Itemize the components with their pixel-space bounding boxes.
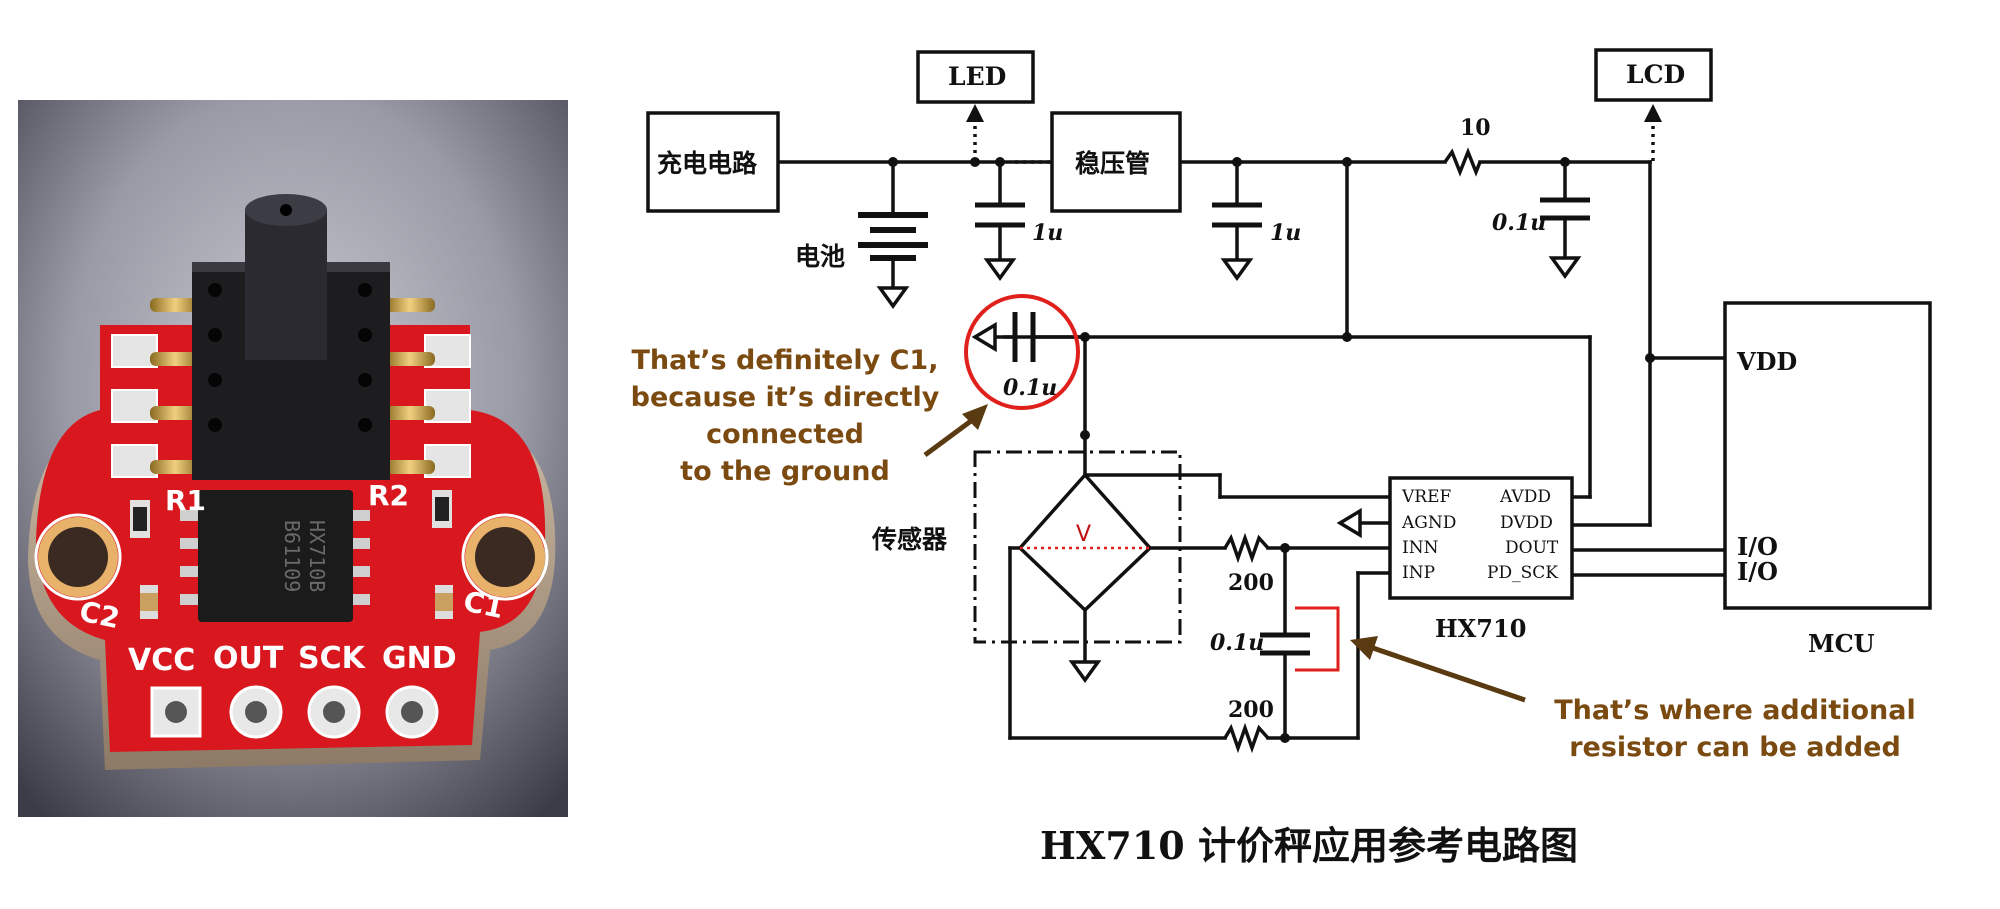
mcu-pin-vdd: VDD [1736,347,1797,376]
pin-vref: VREF [1401,487,1451,507]
charging-circuit-box [646,111,780,213]
resistor-annotation: That’s where additional resistor can be … [1520,692,1950,766]
pin-agnd: AGND [1401,513,1456,533]
lcd-box [1594,48,1713,102]
resistor-highlight-bracket [1295,606,1340,672]
pin-pd-sck: PD_SCK [1487,563,1558,583]
sensor-dashed-box [973,450,1182,644]
res-10-label: 10 [1460,115,1491,141]
junction-dots [888,157,1655,743]
c1-annotation-line-4: to the ground [680,456,890,487]
res-200-bottom-label: 200 [1228,697,1274,723]
c1-highlight-circle [964,294,1080,410]
c1-annotation-line-1: That’s definitely C1, [631,345,939,376]
silk-r2: R2 [368,479,409,512]
mcu-pin-io-2: I/O [1737,557,1778,586]
silk-r1: R1 [165,484,206,517]
led-label: LED [948,62,1006,91]
smd-parts [130,490,453,619]
ground-symbols [876,256,1582,683]
pressure-sensor [192,194,390,480]
cap-01u-top-label: 0.1u [1492,210,1546,236]
regulator-label: 稳压管 [1075,149,1150,178]
annotation-arrows [923,404,1526,703]
pin-dvdd: DVDD [1500,513,1553,533]
led-box [916,50,1035,104]
c1-annotation: That’s definitely C1, because it’s direc… [615,342,955,490]
resistor-annotation-line-1: That’s where additional [1554,695,1916,726]
silk-pin-sck: SCK [298,641,367,676]
mcu-box [1723,301,1932,610]
silk-c2: C2 [77,595,123,636]
mcu-label: MCU [1808,629,1875,658]
bridge-v-label: V [1076,522,1091,547]
pin-dout: DOUT [1505,538,1559,558]
pin-inn: INN [1402,538,1439,558]
mcu-pin-io-1: I/O [1737,532,1778,561]
pin-avdd: AVDD [1499,487,1551,507]
chip-marking-line1: HX710B [305,520,329,592]
mounting-hole-left [34,513,122,601]
cap-01u-mid-label: 0.1u [1210,630,1264,656]
lcd-arrow [1644,104,1662,122]
silk-pin-gnd: GND [382,641,457,676]
c1-annotation-line-2: because it’s directly [630,382,940,413]
c1-annotation-line-3: connected [706,419,864,450]
sensor-pins [111,298,471,478]
pin-inp: INP [1402,563,1435,583]
hx710-label: HX710 [1435,614,1526,643]
res-200-top-label: 200 [1228,570,1274,596]
charging-circuit-label: 充电电路 [657,149,758,178]
schematic-caption: HX710 计价秤应用参考电路图 [1040,823,1578,868]
silk-pin-out: OUT [213,641,284,676]
mounting-hole-right [461,513,549,601]
cap-1u-a-label: 1u [1032,220,1063,246]
chip-marking-line2: B61109 [280,520,304,592]
sensor-label: 传感器 [871,525,948,554]
led-arrow [966,104,984,122]
hx710-chip: HX710B B61109 [180,490,370,622]
battery-symbol [858,212,928,261]
lcd-label: LCD [1626,60,1685,89]
hx710-box [1388,476,1574,600]
cap-c1-label: 0.1u [1003,375,1057,401]
resistor-annotation-line-2: resistor can be added [1569,732,1901,763]
cap-1u-b-label: 1u [1270,220,1301,246]
sensor-bridge [1018,473,1152,612]
header-pads [150,685,439,739]
battery-label: 电池 [795,242,845,271]
regulator-box [1050,111,1182,213]
c1-ground-symbol [971,321,997,353]
silk-c1: C1 [461,585,507,626]
resistors [1223,147,1482,754]
silk-pin-vcc: VCC [128,643,195,678]
